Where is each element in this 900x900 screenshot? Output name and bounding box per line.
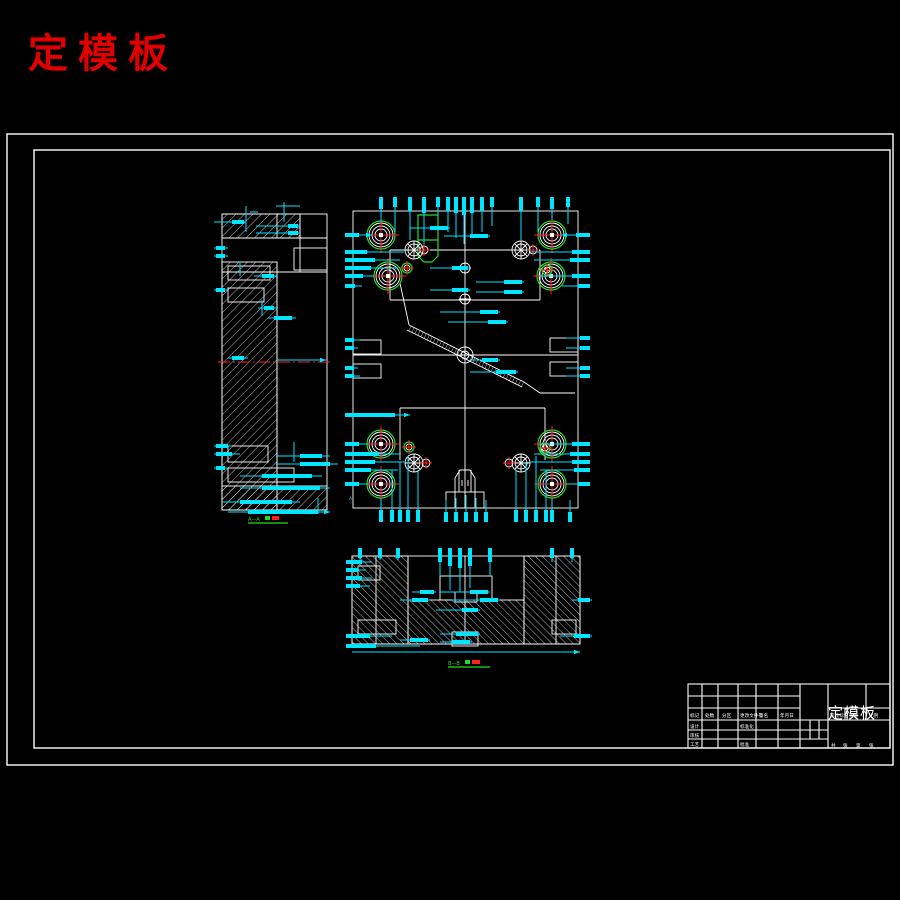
page-title: 定模板 [28,30,178,77]
title-block-mid: 阶段标记 重量 比例 [830,712,879,719]
plan-corner-note: A [349,496,352,502]
title-block-headers: 标记 处数 分区 更改文件号 签名 年月日 [690,712,794,719]
svg-text:张: 张 [843,742,848,749]
view-plan-top: A [345,197,590,522]
pin-bore-6 [527,244,539,256]
center-bore-b [459,293,471,305]
title-block-left-rows: 设计 标准化 审核 工艺 批准 [690,723,754,748]
pin-bore-3 [402,440,416,454]
svg-text:A—A: A—A [248,517,260,523]
svg-text:分区: 分区 [722,712,732,719]
svg-text:批准: 批准 [740,741,750,748]
bore-group-bottom-left [363,426,399,462]
svg-text:比例: 比例 [869,712,879,719]
svg-text:张: 张 [869,742,874,749]
svg-text:阶段标记: 阶段标记 [830,712,849,719]
svg-text:签名: 签名 [759,712,768,719]
title-block-footer: 共 张 第 张 [831,742,874,749]
svg-text:第: 第 [856,742,861,749]
bore-group-top-left-2 [370,258,406,294]
svg-text:重量: 重量 [849,712,859,719]
title-block: 标记 处数 分区 更改文件号 签名 年月日 设计 标准化 审核 工艺 批准 阶段… [687,683,891,749]
svg-text:标记: 标记 [690,712,700,719]
svg-text:处数: 处数 [705,712,715,719]
section-left-label: A—A [248,516,288,524]
svg-text:审核: 审核 [690,732,700,739]
sheet-border [6,133,894,766]
svg-text:B—B: B—B [448,661,460,667]
pin-bore-8 [503,457,515,469]
pin-bore-2 [540,263,554,277]
bore-group-bottom-right-2 [534,466,570,502]
pin-bore-5 [418,244,430,256]
view-section-bottom: B—B [346,548,592,668]
cooling-channel [399,282,575,394]
section-bottom-label: B—B [448,660,490,668]
pin-bore-7 [420,457,432,469]
view-section-left: A—A [214,202,338,524]
center-boss [456,346,474,364]
svg-text:年月日: 年月日 [780,712,794,719]
svg-text:共: 共 [831,742,836,749]
title-block-part-name: 定模板 [828,704,876,722]
svg-text:设计: 设计 [690,723,700,730]
svg-text:工艺: 工艺 [690,742,700,748]
pin-bore-4 [538,441,552,455]
svg-text:标准化: 标准化 [740,723,754,730]
svg-text:更改文件号: 更改文件号 [740,712,763,719]
pin-bore-1 [400,261,414,275]
